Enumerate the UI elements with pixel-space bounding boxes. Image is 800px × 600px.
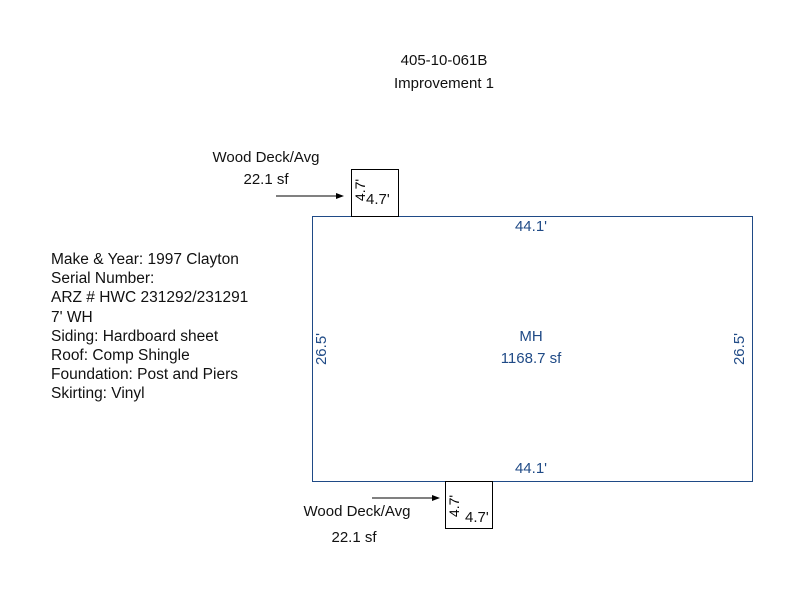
bottom-deck-bottom-dimension: 4.7' [465,509,489,526]
improvement-notes: Make & Year: 1997 Clayton Serial Number:… [51,250,248,404]
top-deck-label: Wood Deck/Avg [212,149,320,166]
bottom-deck-label: Wood Deck/Avg [303,503,411,520]
note-make-year: Make & Year: 1997 Clayton [51,251,239,268]
note-serial-label: Serial Number: [51,270,155,288]
bottom-deck-side-dimension: 4.7' [446,494,462,518]
main-bottom-dimension: 44.1' [514,460,548,477]
bottom-deck-outline [445,481,493,529]
note-roof: Roof: Comp Shingle [51,347,190,365]
bottom-deck-arrow [372,495,440,501]
main-left-dimension: 26.5' [313,332,330,366]
note-wh: 7' WH [51,308,93,326]
note-serial-number: ARZ # HWC 231292/231291 [51,289,249,307]
note-foundation: Foundation: Post and Piers [51,366,238,384]
note-siding: Siding: Hardboard sheet [51,327,219,345]
parcel-number: 405-10-061B [400,52,488,69]
main-structure-outline [312,216,753,482]
top-deck-arrow [276,193,344,199]
main-area: 1168.7 sf [500,350,562,367]
note-skirting: Skirting: Vinyl [51,385,145,403]
main-right-dimension: 26.5' [731,332,748,366]
improvement-title: Improvement 1 [393,75,495,92]
bottom-deck-area: 22.1 sf [331,529,377,546]
main-label: MH [519,328,543,345]
top-deck-outline [351,169,399,217]
top-deck-bottom-dimension: 4.7' [366,191,390,208]
main-top-dimension: 44.1' [514,218,548,235]
top-deck-area: 22.1 sf [243,171,289,188]
